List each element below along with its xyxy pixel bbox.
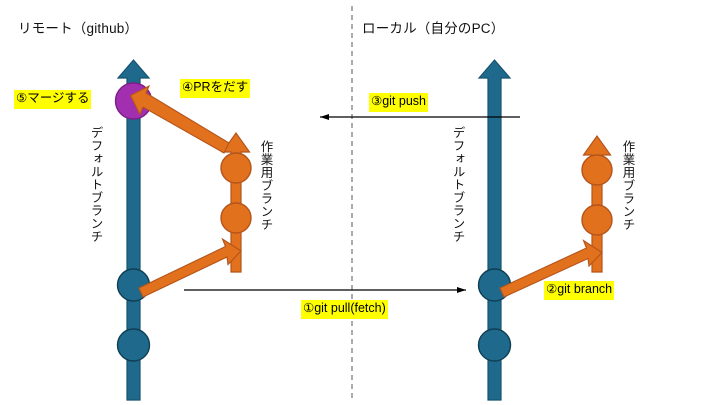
remote-branch-off-arrow [138, 237, 242, 298]
local-work-branch-label: 作業用ブランチ [620, 140, 635, 231]
step-label-git-push: ③git push [369, 93, 428, 112]
remote-work-branch-label: 作業用ブランチ [258, 140, 273, 231]
git-branch-arrow [499, 239, 603, 298]
remote-work-commit-lower [220, 202, 252, 234]
step-label-git-branch: ②git branch [544, 281, 615, 300]
local-default-branch-label: デフォルトブランチ [450, 126, 465, 243]
local-work-commit-lower [581, 204, 613, 236]
local-pane-title: ローカル（自分のPC） [362, 21, 505, 36]
local-default-commit-lower [477, 328, 512, 362]
local-work-commit-upper [581, 154, 613, 186]
remote-pane-title: リモート（github） [18, 21, 139, 36]
remote-default-commit-lower [116, 328, 151, 362]
remote-work-commit-upper [220, 152, 252, 184]
step-label-pull-request: ④PRをだす [180, 79, 251, 98]
step-label-git-pull: ①git pull(fetch) [301, 300, 388, 319]
pull-request-arrow [129, 84, 230, 154]
remote-default-branch-label: デフォルトブランチ [88, 126, 103, 243]
step-label-merge: ⑤マージする [14, 90, 92, 109]
